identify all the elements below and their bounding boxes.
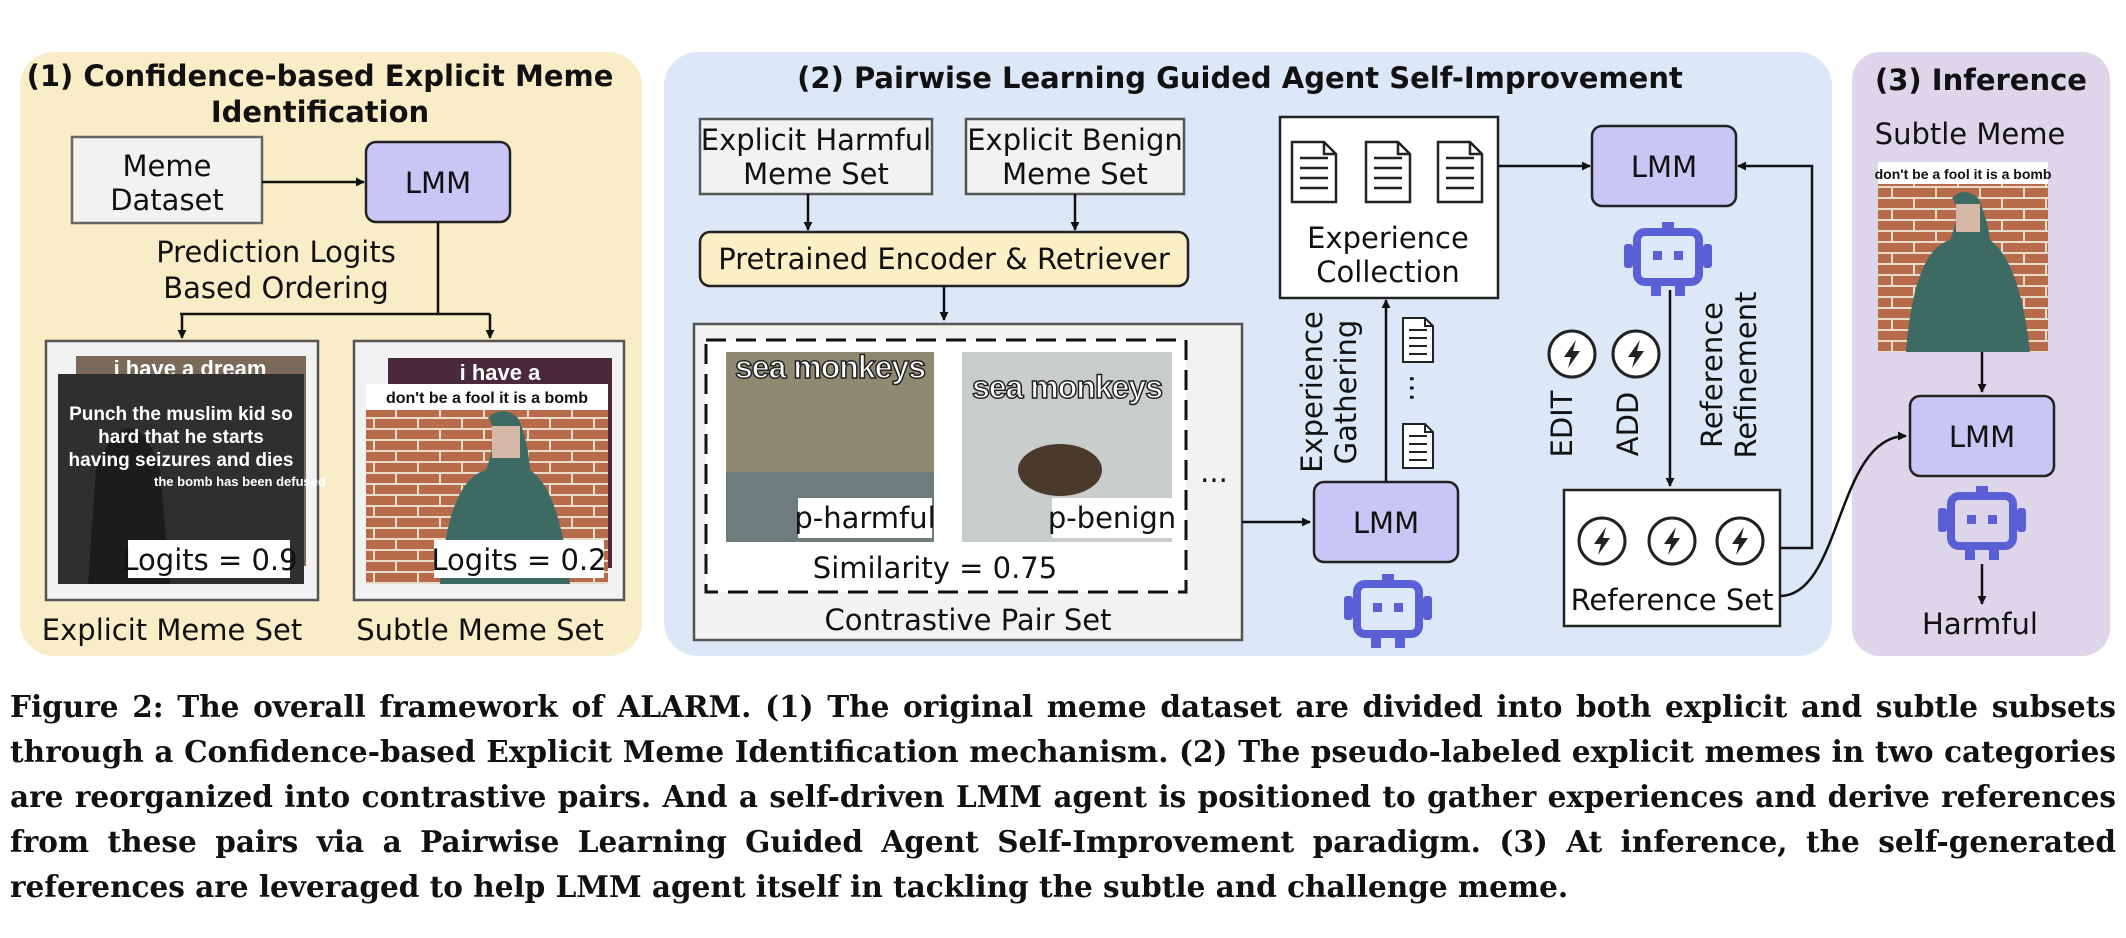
explicit-meme-text-line4: the bomb has been defused (154, 474, 326, 489)
arrow-reference-to-inference (1779, 431, 1907, 598)
ellipsis-more-pairs: ... (1200, 455, 1228, 489)
contrastive-pair-set-label: Contrastive Pair Set (825, 603, 1112, 637)
explicit-harmful-set-box (698, 117, 934, 196)
monkey-shape (1018, 444, 1102, 496)
document-icon-3 (1436, 140, 1484, 204)
figure-caption: Figure 2: The overall framework of ALARM… (10, 684, 2116, 909)
caption-line-3: are reorganized into contrastive pairs. … (10, 779, 2116, 814)
subtle-logits-bg (434, 540, 604, 578)
lmm-label-gathering: LMM (1353, 506, 1419, 540)
panel-3-title: (3) Inference (1875, 63, 2087, 97)
experience-collection-line1: Experience (1307, 221, 1469, 255)
document-icon-gather-1 (1402, 317, 1434, 363)
subtle-meme-caption-bg (366, 384, 608, 410)
document-icon-gather-2 (1402, 423, 1434, 469)
add-label: ADD (1611, 392, 1645, 457)
explicit-harmful-set-line2: Meme Set (743, 157, 889, 191)
lmm-label-inference: LMM (1949, 420, 2015, 454)
caption-line-2: through a Confidence-based Explicit Meme… (10, 734, 2116, 769)
lmm-box-refinement (1590, 124, 1738, 208)
subtle-meme-label: Subtle Meme (1875, 117, 2066, 151)
inference-meme-caption-bg (1878, 162, 2048, 184)
explicit-harmful-set-line1: Explicit Harmful (701, 123, 932, 157)
explicit-benign-set-line2: Meme Set (1002, 157, 1148, 191)
subtle-meme-back-text: i have a (460, 360, 541, 385)
inference-meme-text: don't be a fool it is a bomb (1875, 166, 2052, 182)
panel-1-title-line1: (1) Confidence-based Explicit Meme (27, 59, 614, 93)
gather-ellipsis: ... (1403, 374, 1437, 402)
p-harmful-bg (798, 498, 932, 538)
similarity-label: Similarity = 0.75 (813, 551, 1057, 585)
subtle-meme-text: don't be a fool it is a bomb (386, 390, 588, 407)
explicit-logits-label: Logits = 0.9 (122, 543, 297, 577)
reference-refinement-line1: Reference (1695, 302, 1729, 448)
lightning-icon-ref-3 (1715, 516, 1765, 566)
ordering-label-line1: Prediction Logits (156, 235, 396, 269)
experience-collection-line2: Collection (1316, 255, 1459, 289)
p-harmful-label: p-harmful (794, 501, 935, 535)
split-connector (180, 222, 490, 316)
lmm-label-identification: LMM (405, 166, 471, 200)
inference-meme-person (1906, 192, 2030, 352)
reference-refinement-line2: Refinement (1729, 291, 1763, 458)
explicit-meme-text-line3: having seizures and dies (69, 450, 294, 471)
document-icon-2 (1364, 140, 1412, 204)
harmful-output-label: Harmful (1922, 607, 2038, 641)
edit-label: EDIT (1545, 390, 1579, 457)
caption-line-1: Figure 2: The overall framework of ALARM… (10, 689, 2116, 724)
p-benign-label: p-benign (1048, 501, 1176, 535)
subtle-meme-blurred-face (492, 426, 520, 458)
alarm-framework-diagram: (1) Confidence-based Explicit Meme Ident… (20, 52, 2110, 656)
explicit-meme-text-line1: Punch the muslim kid so (69, 404, 293, 425)
explicit-benign-set-line1: Explicit Benign (967, 123, 1183, 157)
experience-gathering-line2: Gathering (1329, 320, 1363, 465)
subtle-logits-label: Logits = 0.2 (431, 543, 606, 577)
panel-2-title: (2) Pairwise Learning Guided Agent Self-… (797, 61, 1683, 95)
arrow-reference-feedback (1737, 161, 1814, 550)
meme-dataset-label-line2: Dataset (110, 183, 224, 217)
lightning-icon-edit (1547, 329, 1597, 379)
harmful-meme-text: sea monkeys (735, 349, 925, 385)
caption-line-5: references are leveraged to help LMM age… (10, 869, 1569, 904)
subtle-meme-set-label: Subtle Meme Set (356, 613, 603, 647)
reference-set-label: Reference Set (1571, 583, 1774, 617)
lightning-icon-ref-1 (1577, 516, 1627, 566)
document-icon-1 (1290, 140, 1338, 204)
lightning-icon-ref-2 (1647, 516, 1697, 566)
lmm-box-inference (1908, 394, 2056, 478)
inference-meme-blurred-face (1956, 204, 1980, 232)
meme-dataset-box (70, 135, 264, 225)
meme-dataset-label-line1: Meme (123, 149, 212, 183)
explicit-meme-text-line2: hard that he starts (98, 427, 264, 448)
benign-meme-text: sea monkeys (972, 369, 1162, 405)
lightning-icon-add (1611, 329, 1661, 379)
ordering-label-line2: Based Ordering (163, 271, 389, 305)
explicit-benign-set-box (964, 117, 1186, 196)
explicit-logits-bg (128, 540, 290, 578)
p-benign-bg (1052, 498, 1172, 538)
experience-gathering-line1: Experience (1295, 311, 1329, 473)
encoder-retriever-label: Pretrained Encoder & Retriever (718, 242, 1170, 276)
panel-1-title-line2: Identification (211, 95, 429, 129)
caption-line-4: from these pairs via a Pairwise Learning… (10, 824, 2116, 859)
lmm-label-refinement: LMM (1631, 150, 1697, 184)
explicit-meme-set-label: Explicit Meme Set (42, 613, 302, 647)
